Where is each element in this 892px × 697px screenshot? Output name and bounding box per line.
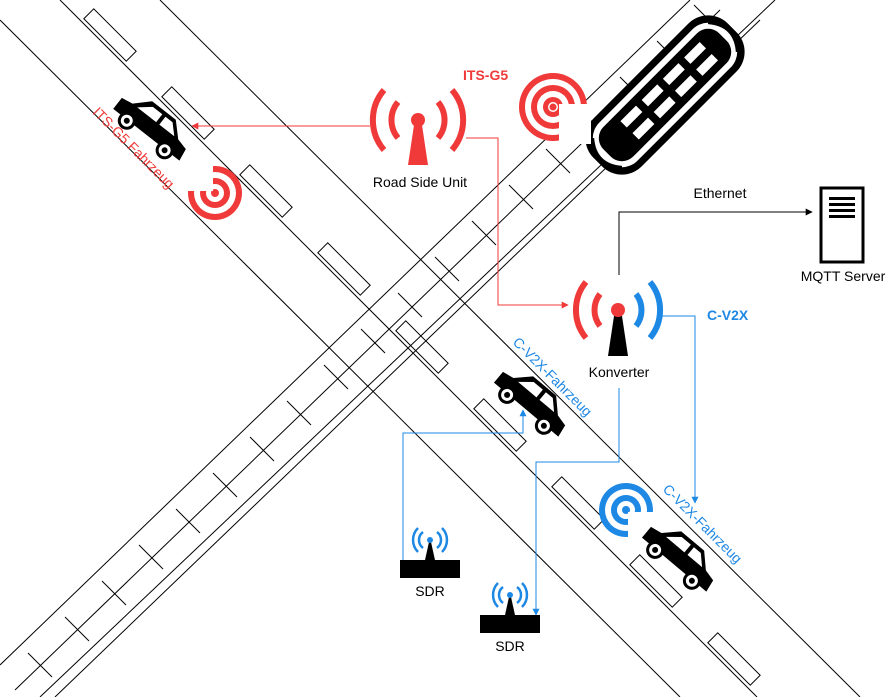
lane-dash <box>629 554 683 608</box>
sdr-1-icon <box>400 527 460 578</box>
track-sleeper <box>434 256 460 282</box>
sdr-1-label: SDR <box>415 583 445 599</box>
its-g5-signal-icon <box>519 73 591 144</box>
track-sleeper <box>27 652 53 678</box>
lane-dash <box>83 8 137 62</box>
lane-dash <box>239 164 293 218</box>
street <box>0 0 861 697</box>
track-sleeper <box>212 472 238 498</box>
lane-dash <box>317 242 371 296</box>
track-sleeper <box>286 400 312 426</box>
track-sleeper <box>360 328 386 354</box>
tram-icon <box>585 15 745 175</box>
track-sleeper <box>64 616 90 642</box>
road-side-unit-antenna-icon <box>369 88 467 165</box>
track-sleeper <box>101 580 127 606</box>
track-sleeper <box>138 544 164 570</box>
ethernet-link <box>618 208 813 275</box>
c-v2x-label: C-V2X <box>707 307 749 323</box>
track-sleeper <box>545 148 571 174</box>
road-side-unit-label: Road Side Unit <box>373 174 467 190</box>
rsu-to-converter-link <box>466 137 569 309</box>
sdr-2-label: SDR <box>495 638 525 654</box>
track-sleeper <box>249 436 275 462</box>
its-g5-vehicle-signal-icon <box>185 163 242 220</box>
track-sleeper <box>175 508 201 534</box>
ethernet-label: Ethernet <box>694 185 747 201</box>
sdr-2-icon <box>480 582 540 633</box>
track-sleeper <box>508 184 534 210</box>
its-g5-label: ITS-G5 <box>463 67 508 83</box>
mqtt-server-icon <box>819 186 865 264</box>
converter-label: Konverter <box>589 364 650 380</box>
lane-markings <box>83 8 761 686</box>
lane-dash <box>473 398 527 452</box>
sdr-1-to-c-v2x-vehicle-1-link <box>402 409 527 560</box>
converter-to-c-v2x-vehicle-2-link <box>662 315 699 504</box>
converter-antenna-icon <box>573 280 663 356</box>
track-sleeper <box>323 364 349 390</box>
converter-to-sdr-2-link <box>532 388 620 616</box>
lane-dash <box>707 632 761 686</box>
lane-dash <box>395 320 449 374</box>
track-sleeper <box>397 292 423 318</box>
c-v2x-vehicle-2-signal-icon <box>599 483 656 540</box>
mqtt-server-label: MQTT Server <box>801 268 886 284</box>
lane-dash <box>551 476 605 530</box>
track-sleeper <box>471 220 497 246</box>
